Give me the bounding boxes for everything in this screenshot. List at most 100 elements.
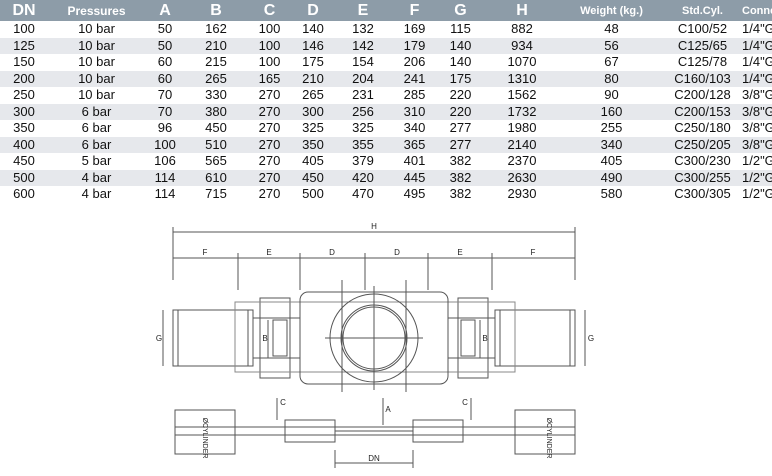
col-header-h: H: [484, 0, 560, 21]
table-cell: 2370: [507, 153, 537, 169]
table-cell: 256: [334, 103, 392, 120]
table-cell: 175: [437, 70, 484, 87]
cylinder-right-label: ØCYLINDER: [545, 418, 552, 459]
table-cell: 285: [403, 87, 426, 103]
table-cell: 250: [13, 87, 35, 103]
table-cell: 96: [157, 120, 173, 136]
table-cell: 1070: [507, 54, 537, 70]
table-cell: 1/4"G: [742, 54, 772, 70]
table-cell: 1980: [507, 120, 537, 136]
table-cell: 125: [0, 37, 48, 54]
table-cell: 48: [604, 21, 619, 37]
table-cell: 1/2"G: [742, 186, 772, 202]
table-cell: 50: [145, 37, 185, 54]
table-cell: 56: [560, 37, 663, 54]
table-cell: 160: [560, 103, 663, 120]
table-cell: 60: [157, 54, 173, 70]
table-cell: C300/255: [663, 169, 742, 186]
dim-f-right-label: F: [531, 248, 536, 257]
table-cell: 382: [437, 169, 484, 186]
table-cell: 10 bar: [48, 37, 145, 54]
table-cell: 340: [560, 136, 663, 153]
table-cell: 1732: [484, 103, 560, 120]
dim-d-left-label: D: [329, 248, 335, 257]
table-cell: 146: [292, 37, 334, 54]
table-cell: 510: [185, 136, 247, 153]
dim-c-left-label: C: [280, 398, 286, 407]
table-cell: 330: [205, 87, 227, 103]
table-header-row: DN Pressures A B C D E F G H Weight (kg.…: [0, 0, 772, 21]
table-cell: 382: [449, 153, 472, 169]
table-cell: 277: [449, 120, 472, 136]
table-cell: 142: [334, 37, 392, 54]
table-cell: 255: [600, 120, 623, 136]
dim-b-right-label: B: [482, 334, 487, 343]
table-cell: 1/4"G: [742, 70, 772, 87]
table-cell: C250/205: [663, 136, 742, 153]
dim-b-left-label: B: [262, 334, 267, 343]
table-cell: 3/8"G: [742, 103, 772, 120]
table-cell: 10 bar: [78, 54, 115, 70]
table-cell: 140: [449, 54, 472, 70]
table-cell: 100: [258, 54, 281, 70]
table-cell: 470: [352, 186, 374, 202]
dim-g-right-label: G: [588, 334, 594, 343]
table-cell: 165: [247, 70, 292, 87]
dim-f-left-label: F: [203, 248, 208, 257]
table-cell: 6 bar: [48, 103, 145, 120]
table-cell: 265: [185, 70, 247, 87]
dim-a-label: A: [385, 405, 391, 414]
table-cell: 600: [13, 186, 35, 202]
table-cell: C100/52: [677, 21, 728, 37]
table-cell: C200/128: [674, 87, 731, 103]
col-header-weight: Weight (kg.): [560, 0, 663, 21]
col-header-b: B: [185, 0, 247, 21]
table-cell: 500: [0, 169, 48, 186]
table-cell: 179: [392, 37, 437, 54]
table-cell: 175: [302, 54, 324, 70]
table-cell: 220: [437, 103, 484, 120]
table-cell: 10 bar: [78, 87, 115, 103]
dim-dn-label: DN: [368, 454, 380, 463]
table-cell: 365: [392, 136, 437, 153]
table-cell: 405: [600, 153, 623, 169]
table-cell: 70: [145, 103, 185, 120]
table-cell: 210: [185, 37, 247, 54]
table-cell: 220: [449, 87, 472, 103]
table-cell: 169: [403, 21, 426, 37]
table-cell: 340: [403, 120, 426, 136]
table-cell: 450: [205, 120, 227, 136]
col-header-f: F: [392, 0, 437, 21]
table-cell: 450: [292, 169, 334, 186]
table-cell: 1/4"G: [742, 21, 772, 37]
col-header-pressures: Pressures: [48, 0, 145, 21]
table-cell: 70: [157, 87, 173, 103]
table-cell: 270: [247, 169, 292, 186]
table-cell: 380: [185, 103, 247, 120]
dim-e-right-label: E: [457, 248, 462, 257]
table-cell: 132: [352, 21, 374, 37]
table-cell: 565: [205, 153, 227, 169]
table-cell: 350: [13, 120, 35, 136]
table-cell: 270: [247, 103, 292, 120]
table-cell: 140: [437, 37, 484, 54]
table-cell: 610: [185, 169, 247, 186]
table-cell: 1/2"G: [742, 153, 772, 169]
table-cell: 325: [352, 120, 374, 136]
valve-technical-drawing: H F E D D E F G G B B C C A DN ØCYLINDER…: [156, 222, 594, 468]
dim-d-right-label: D: [394, 248, 400, 257]
table-cell: 445: [392, 169, 437, 186]
table-cell: 3/8"G: [742, 136, 772, 153]
table-cell: 241: [392, 70, 437, 87]
table-cell: 10 bar: [48, 70, 145, 87]
dim-h-label: H: [371, 222, 377, 231]
table-cell: C160/103: [663, 70, 742, 87]
table-cell: 715: [205, 186, 227, 202]
table-cell: 115: [450, 21, 471, 37]
table-cell: 100: [258, 21, 281, 37]
table-cell: 206: [403, 54, 426, 70]
